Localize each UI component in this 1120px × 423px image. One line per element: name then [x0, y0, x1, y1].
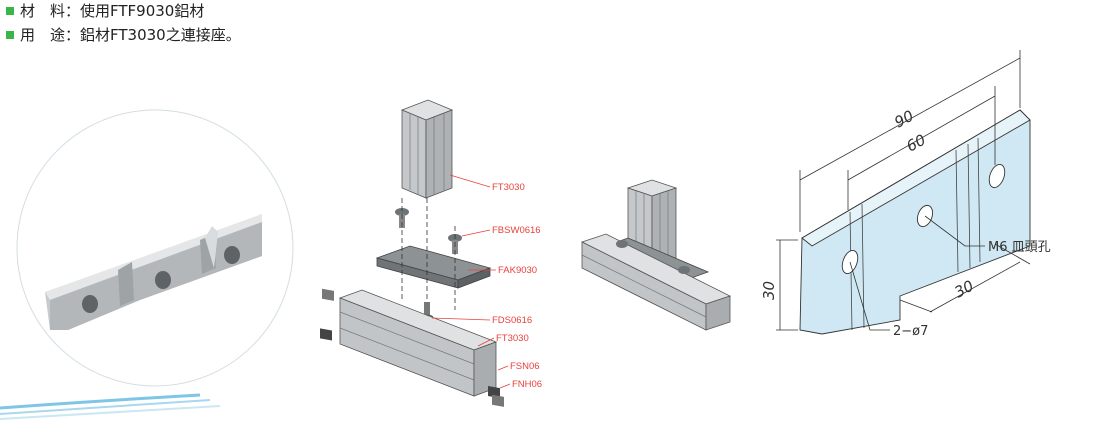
label-countersink: M6 皿頭孔 — [988, 240, 1051, 255]
callout-top-profile: FT3030 — [492, 182, 525, 193]
spec-usage-label: 用 途： — [20, 26, 81, 44]
spec-material-value: 使用FTF9030鋁材 — [80, 2, 205, 20]
spec-usage-value: 鋁材FT3030之連接座。 — [80, 26, 241, 44]
callout-nut2: FNH06 — [512, 379, 542, 390]
callout-set-screw: FDS0616 — [492, 315, 532, 326]
dim-hole-spacing: 60 — [903, 131, 928, 156]
callout-connector: FAK9030 — [498, 265, 537, 276]
spec-material-label: 材 料： — [20, 2, 81, 20]
exploded-assembly: FT3030 FBSW0616 FAK9030 FDS0616 FT3030 F… — [320, 99, 542, 407]
bullet-icon — [6, 30, 14, 39]
dim-height: 30 — [760, 281, 778, 300]
dim-overall-length: 90 — [891, 107, 916, 132]
assembled-view — [580, 179, 732, 331]
dimension-drawing: 90 60 30 30 M6 皿頭孔 2−ø7 — [760, 50, 1051, 339]
callout-bottom-profile: FT3030 — [496, 333, 529, 344]
product-photo — [0, 109, 294, 420]
bullet-icon — [6, 6, 14, 15]
spec-usage: 用 途： 鋁材FT3030之連接座。 — [6, 24, 241, 45]
label-holes: 2−ø7 — [893, 324, 928, 339]
callout-nut: FSN06 — [510, 361, 540, 372]
spec-material: 材 料： 使用FTF9030鋁材 — [6, 0, 204, 21]
callout-screw: FBSW0616 — [492, 225, 541, 236]
